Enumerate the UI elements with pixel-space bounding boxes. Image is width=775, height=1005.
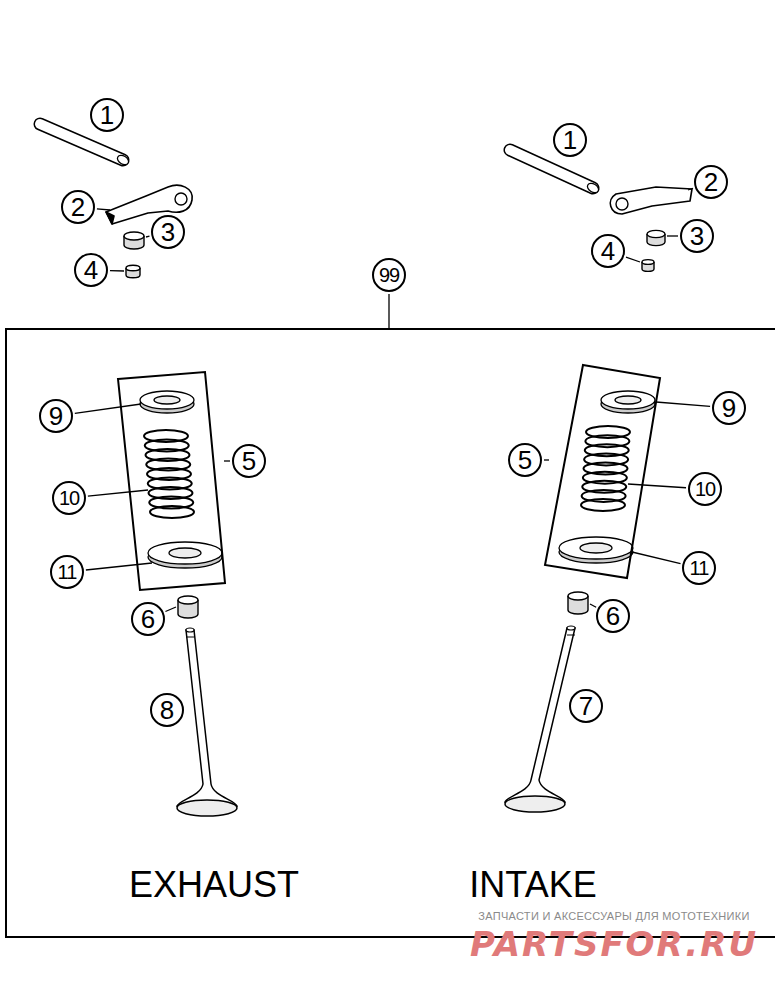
leader-line — [75, 404, 141, 413]
leader-line — [626, 257, 640, 262]
callout-number: 6 — [131, 602, 165, 636]
leader-line — [544, 459, 549, 460]
rocker-arm — [106, 185, 192, 224]
leader-line — [86, 563, 152, 570]
section-label: INTAKE — [469, 864, 596, 906]
spring-kit-box: 5 — [118, 372, 225, 590]
callout-number: 6 — [596, 599, 630, 633]
callout-number: 99 — [372, 258, 406, 292]
rocker-bore — [616, 198, 628, 210]
callout-number: 9 — [39, 399, 73, 433]
stem-seal — [178, 596, 198, 618]
callout-number: 10 — [688, 472, 722, 506]
spring-retainer — [140, 391, 194, 413]
stem-seal — [568, 592, 588, 614]
callout-number: 7 — [569, 689, 603, 723]
callout-number: 3 — [151, 215, 185, 249]
section-label: EXHAUST — [129, 864, 299, 906]
valve-collet — [126, 265, 140, 278]
callout-number: 9 — [712, 391, 746, 425]
intake-valve — [505, 626, 575, 812]
callout-number: 4 — [591, 234, 625, 268]
spring-retainer — [601, 391, 655, 413]
leader-line — [388, 294, 389, 328]
callout-number: 11 — [50, 555, 84, 589]
leader-line — [667, 235, 678, 236]
valve-spring — [581, 426, 630, 511]
callout-number: 5 — [232, 444, 266, 478]
kit-frame: 99EXHAUSTINTAKE55 — [5, 328, 775, 938]
leader-line — [97, 209, 110, 210]
callout-number: 1 — [553, 123, 587, 157]
exhaust-valve — [177, 628, 237, 816]
leader-line — [632, 552, 681, 564]
leader-line — [110, 270, 124, 272]
valve-spring — [144, 430, 194, 518]
leader-line — [590, 604, 596, 607]
callout-number: 10 — [52, 481, 86, 515]
callout-number: 8 — [150, 693, 184, 727]
watermark: ЗАПЧАСТИ И АКСЕССУАРЫ ДЛЯ МОТОТЕХНИКИ — [478, 910, 749, 922]
leader-line — [656, 402, 710, 406]
callout-number: 11 — [682, 551, 716, 585]
spring-seat — [559, 537, 633, 563]
callout-number: 3 — [680, 219, 714, 253]
rocker-shaft — [40, 124, 130, 166]
watermark: PARTSFOR.RU — [470, 924, 758, 964]
kit-outline — [545, 365, 660, 578]
spring-kit-box: 5 — [545, 365, 660, 578]
rocker-shaft — [510, 150, 600, 194]
valve-cap — [647, 230, 665, 245]
valve-collet — [642, 260, 654, 272]
callout-number: 2 — [694, 165, 728, 199]
valve-cap — [124, 232, 144, 249]
leader-line — [88, 490, 148, 496]
leader-line — [224, 460, 230, 461]
callout-number: 4 — [74, 253, 108, 287]
spring-seat — [148, 542, 222, 568]
rocker-arm — [610, 187, 692, 214]
leader-line — [146, 236, 149, 238]
callout-number: 5 — [508, 443, 542, 477]
kit-outline — [118, 372, 225, 590]
callout-number: 1 — [90, 98, 124, 132]
callout-number: 2 — [61, 190, 95, 224]
leader-line — [628, 484, 686, 488]
leader-line — [688, 188, 693, 190]
rocker-arm-pad — [106, 212, 114, 224]
leader-line — [165, 607, 176, 612]
rocker-bore — [175, 193, 187, 205]
